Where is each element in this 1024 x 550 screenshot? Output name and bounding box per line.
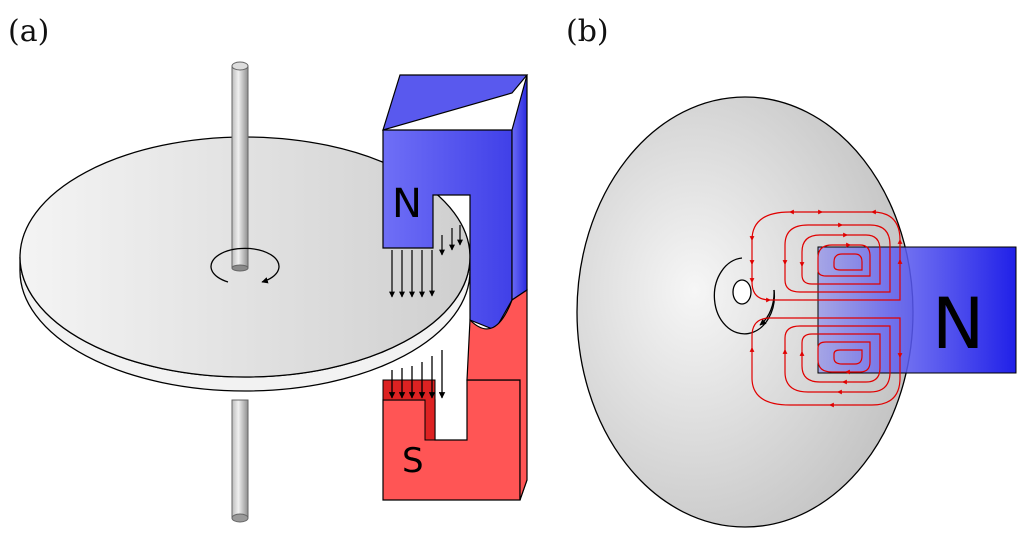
south-pole-label: S (402, 441, 424, 481)
panel-b: N (576, 96, 1017, 528)
panel-b-label: (b) (566, 14, 609, 49)
axle-hole (732, 279, 752, 305)
south-magnet-arm (466, 288, 528, 501)
eddy-currents-upper (752, 212, 900, 300)
north-pole-label-b: N (932, 283, 984, 365)
north-field-arrows (389, 225, 463, 298)
north-pole-block: N (382, 74, 529, 331)
rotation-arc (713, 257, 776, 335)
south-field-arrows (388, 350, 446, 399)
north-pole-label: N (392, 181, 422, 227)
panel-a: S N (19, 61, 529, 523)
rotation-arrow-icon (210, 247, 280, 284)
panel-a-label: (a) (8, 14, 50, 49)
shaft-upper (231, 61, 249, 272)
shaft-lower (231, 399, 249, 523)
eddy-currents-lower (749, 317, 903, 408)
north-pole-magnet: N (817, 246, 1017, 374)
